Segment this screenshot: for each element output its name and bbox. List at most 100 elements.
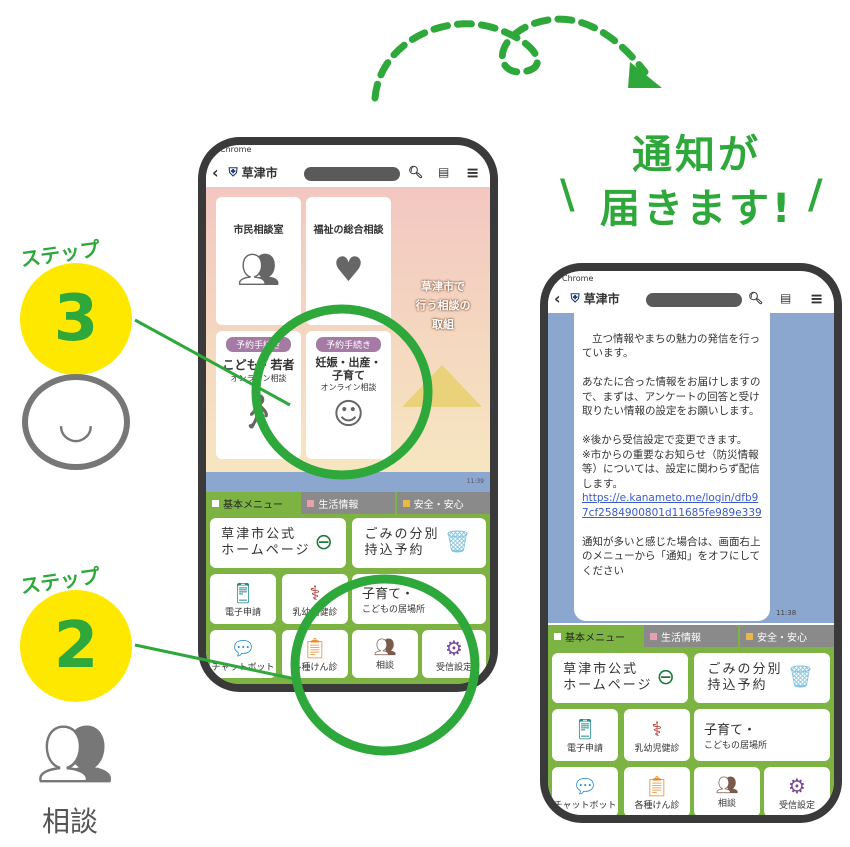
callout-line2: 届きます! (600, 186, 794, 232)
kids-place-button[interactable]: 子育て・こどもの居場所 (352, 574, 486, 624)
infant-checkup-button[interactable]: ⚕ 乳幼児健診 (282, 574, 348, 624)
tab-life-info[interactable]: 生活情報 (644, 625, 738, 647)
tab-label: 生活情報 (318, 499, 359, 511)
notes-icon[interactable]: ▤ (780, 291, 792, 305)
consult-button[interactable]: 👥︎ 相談 (694, 767, 760, 815)
step2-badge: 2 (20, 590, 132, 702)
city-title: 草津市 (583, 291, 620, 306)
button-label: 各種けん診 (292, 662, 338, 673)
stethoscope-icon: ⚕ (309, 580, 321, 605)
mascot-icon (402, 365, 482, 407)
rich-menu: 基本メニュー 生活情報 安全・安心 草津市公式 ホームページ⊖ ごみの分別 持込… (548, 625, 834, 815)
tile-welfare-consult[interactable]: 福祉の総合相談 ♥ (306, 197, 391, 325)
search-icon[interactable]: 🔍︎ (408, 165, 424, 179)
search-icon[interactable]: 🔍︎ (748, 291, 764, 305)
back-icon[interactable]: ‹ (554, 288, 561, 308)
shield-icon: ⛨ (570, 290, 580, 305)
e-apply-button[interactable]: 📱︎電子申請 (552, 709, 618, 761)
tab-safety[interactable]: 安全・安心 (740, 625, 834, 647)
trash-icon: 🗑︎ (443, 530, 474, 555)
shield-icon: ⛨ (228, 164, 238, 179)
tile-youth-consult[interactable]: 予約手続き こども・若者 オンライン相談 🚶︎ (216, 331, 301, 459)
baby-face-icon: ◡ (22, 374, 130, 470)
settings-button[interactable]: ⚙受信設定 (422, 630, 486, 678)
heart-hand-icon: ♥ (333, 250, 364, 290)
message-text-2: 通知が多いと感じた場合は、画面右上のメニューから「通知」をオフにしてください (582, 535, 761, 577)
kids-place-button[interactable]: 子育て・こどもの居場所 (694, 709, 830, 761)
banner-text: 草津市で 行う相談の 取組 (415, 280, 471, 331)
infant-checkup-button[interactable]: ⚕ 乳幼児健診 (624, 709, 690, 761)
tab-basic-menu[interactable]: 基本メニュー (206, 492, 300, 514)
smartphone-icon: 📱︎ (572, 716, 598, 741)
tile-sub: オンライン相談 (230, 374, 287, 383)
button-label: 電子申請 (224, 607, 261, 618)
tab-life-info[interactable]: 生活情報 (301, 492, 395, 514)
tab-label: 基本メニュー (565, 632, 625, 644)
button-label: 相談 (717, 799, 736, 809)
button-label: 子育て・ (704, 723, 757, 738)
consult-button[interactable]: 👥︎相談 (352, 630, 418, 678)
callout-slash-left: \ (560, 172, 578, 218)
garbage-button[interactable]: ごみの分別 持込予約🗑︎ (694, 653, 830, 703)
step3-badge: 3 (20, 263, 132, 375)
back-icon[interactable]: ‹ (212, 162, 219, 182)
consult-banner[interactable]: 市民相談室 👥︎ 福祉の総合相談 ♥ 予約手続き こども・若者 オンライン相談 … (206, 187, 490, 472)
message-time: 11:38 (776, 609, 797, 617)
meeting-icon: 👥︎ (236, 250, 281, 290)
button-label: 草津市公式 ホームページ (563, 662, 653, 693)
checkup-button[interactable]: 📋︎ 各種けん診 (282, 630, 348, 678)
callout-slash-right: / (808, 172, 826, 218)
chatbot-button[interactable]: 💬︎ チャットボット (552, 767, 618, 815)
garbage-button[interactable]: ごみの分別 持込予約🗑︎ (352, 518, 486, 568)
tab-basic-menu[interactable]: 基本メニュー (548, 625, 642, 647)
menu-icon[interactable]: ≡ (466, 162, 480, 182)
homepage-button[interactable]: 草津市公式 ホームページ⊖ (210, 518, 346, 568)
tile-citizen-consult[interactable]: 市民相談室 👥︎ (216, 197, 301, 325)
button-label: 各種けん診 (634, 800, 680, 811)
e-apply-button[interactable]: 📱︎電子申請 (210, 574, 276, 624)
city-logo-icon: ⊖ (314, 530, 335, 555)
tile-title: 市民相談室 (233, 225, 284, 236)
settings-button[interactable]: ⚙受信設定 (764, 767, 830, 815)
meeting-icon: 👥︎ (715, 775, 739, 796)
tile-sub: オンライン相談 (320, 383, 377, 392)
menu-icon[interactable]: ≡ (810, 288, 824, 308)
stethoscope-icon: ⚕ (651, 716, 663, 741)
message-time: 11:39 (466, 478, 484, 485)
button-label: 乳幼児健診 (292, 607, 338, 618)
button-label: 乳幼児健診 (634, 743, 680, 754)
gear-icon: ⚙ (788, 773, 806, 798)
tile-title: こども・若者 (222, 358, 295, 372)
notes-icon[interactable]: ▤ (438, 165, 450, 179)
tab-label: 生活情報 (661, 632, 701, 644)
tile-pregnancy-consult[interactable]: 予約手続き 妊娠・出産・ 子育て オンライン相談 ☺ (306, 331, 391, 459)
browser-label: Chrome (562, 274, 594, 283)
chatbot-button[interactable]: 💬︎チャットボット (210, 630, 276, 678)
clipboard-icon: 📋︎ (302, 635, 328, 660)
walking-icon: 🚶︎ (236, 392, 281, 432)
meeting-icon: 👥︎ (35, 717, 115, 790)
chat-icon: 💬︎ (572, 773, 598, 798)
city-title: 草津市 (241, 165, 278, 180)
tile-title: 福祉の総合相談 (313, 225, 384, 236)
trash-icon: 🗑︎ (786, 665, 817, 690)
button-label: ごみの分別 持込予約 (707, 662, 783, 693)
button-label: 受信設定 (435, 662, 472, 673)
button-label: 草津市公式 ホームページ (221, 527, 311, 558)
baby-face-icon: ☺ (332, 397, 365, 432)
homepage-button[interactable]: 草津市公式 ホームページ⊖ (552, 653, 688, 703)
meeting-icon: 👥︎ (373, 637, 397, 658)
tile-title: 妊娠・出産・ 子育て (315, 356, 382, 382)
checkup-button[interactable]: 📋︎各種けん診 (624, 767, 690, 815)
button-label: 子育て・ (362, 587, 415, 602)
message-bubble: 立つ情報やまちの魅力の発信を行っています。 あなたに合った情報をお届けしますので… (574, 313, 770, 621)
button-label: チャットボット (553, 800, 617, 811)
tab-safety[interactable]: 安全・安心 (396, 492, 490, 514)
survey-link[interactable]: https://e.kanameto.me/login/dfb97cf25849… (582, 492, 762, 519)
consult-caption: 相談 (42, 805, 99, 838)
rich-menu: 基本メニュー 生活情報 安全・安心 草津市公式 ホームページ⊖ ごみの分別 持込… (206, 492, 490, 684)
message-text: 立つ情報やまちの魅力の発信を行っています。 あなたに合った情報をお届けしますので… (582, 332, 761, 490)
button-label: ごみの分別 持込予約 (364, 527, 440, 558)
callout-line1: 通知が (632, 132, 761, 178)
